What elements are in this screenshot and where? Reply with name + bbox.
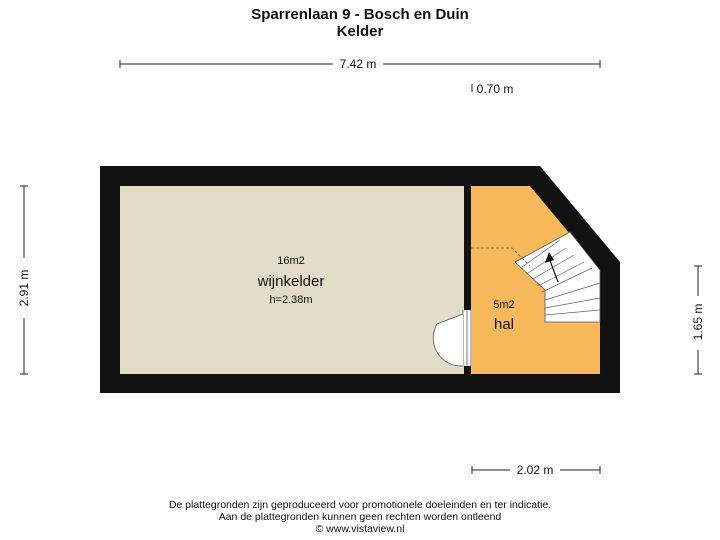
room-wijnkelder — [120, 186, 464, 374]
staircase — [471, 231, 601, 323]
footer-copyright: © www.vistaview.nl — [315, 523, 405, 535]
dim-label-left-height: 2.91 m — [17, 270, 31, 307]
room-name-wijnkelder: wijnkelder — [257, 273, 325, 290]
room-area-wijnkelder: 16m2 — [277, 255, 305, 267]
footer-rights: Aan de plattegronden kunnen geen rechten… — [218, 511, 502, 523]
dimension-bottom-width — [471, 466, 601, 474]
room-area-hal: 5m2 — [493, 299, 514, 311]
room-name-hal: hal — [494, 316, 514, 333]
footer-disclaimer: De plattegronden zijn geproduceerd voor … — [168, 499, 552, 511]
dim-label-offset-top: 0.70 m — [477, 82, 514, 96]
dim-label-bottom-width: 2.02 m — [517, 463, 554, 477]
dim-label-total-width: 7.42 m — [340, 57, 377, 71]
dimension-left-height — [20, 185, 28, 375]
door-opening — [463, 310, 472, 366]
plan-title: Sparrenlaan 9 - Bosch en Duin — [251, 6, 469, 23]
dim-label-right-height: 1.65 m — [691, 304, 705, 341]
door-swing — [432, 313, 464, 367]
dimension-right-height — [694, 265, 702, 375]
room-height-wijnkelder: h=2.38m — [269, 294, 312, 306]
floor-name: Kelder — [336, 23, 384, 40]
dimension-total-width — [119, 60, 601, 68]
